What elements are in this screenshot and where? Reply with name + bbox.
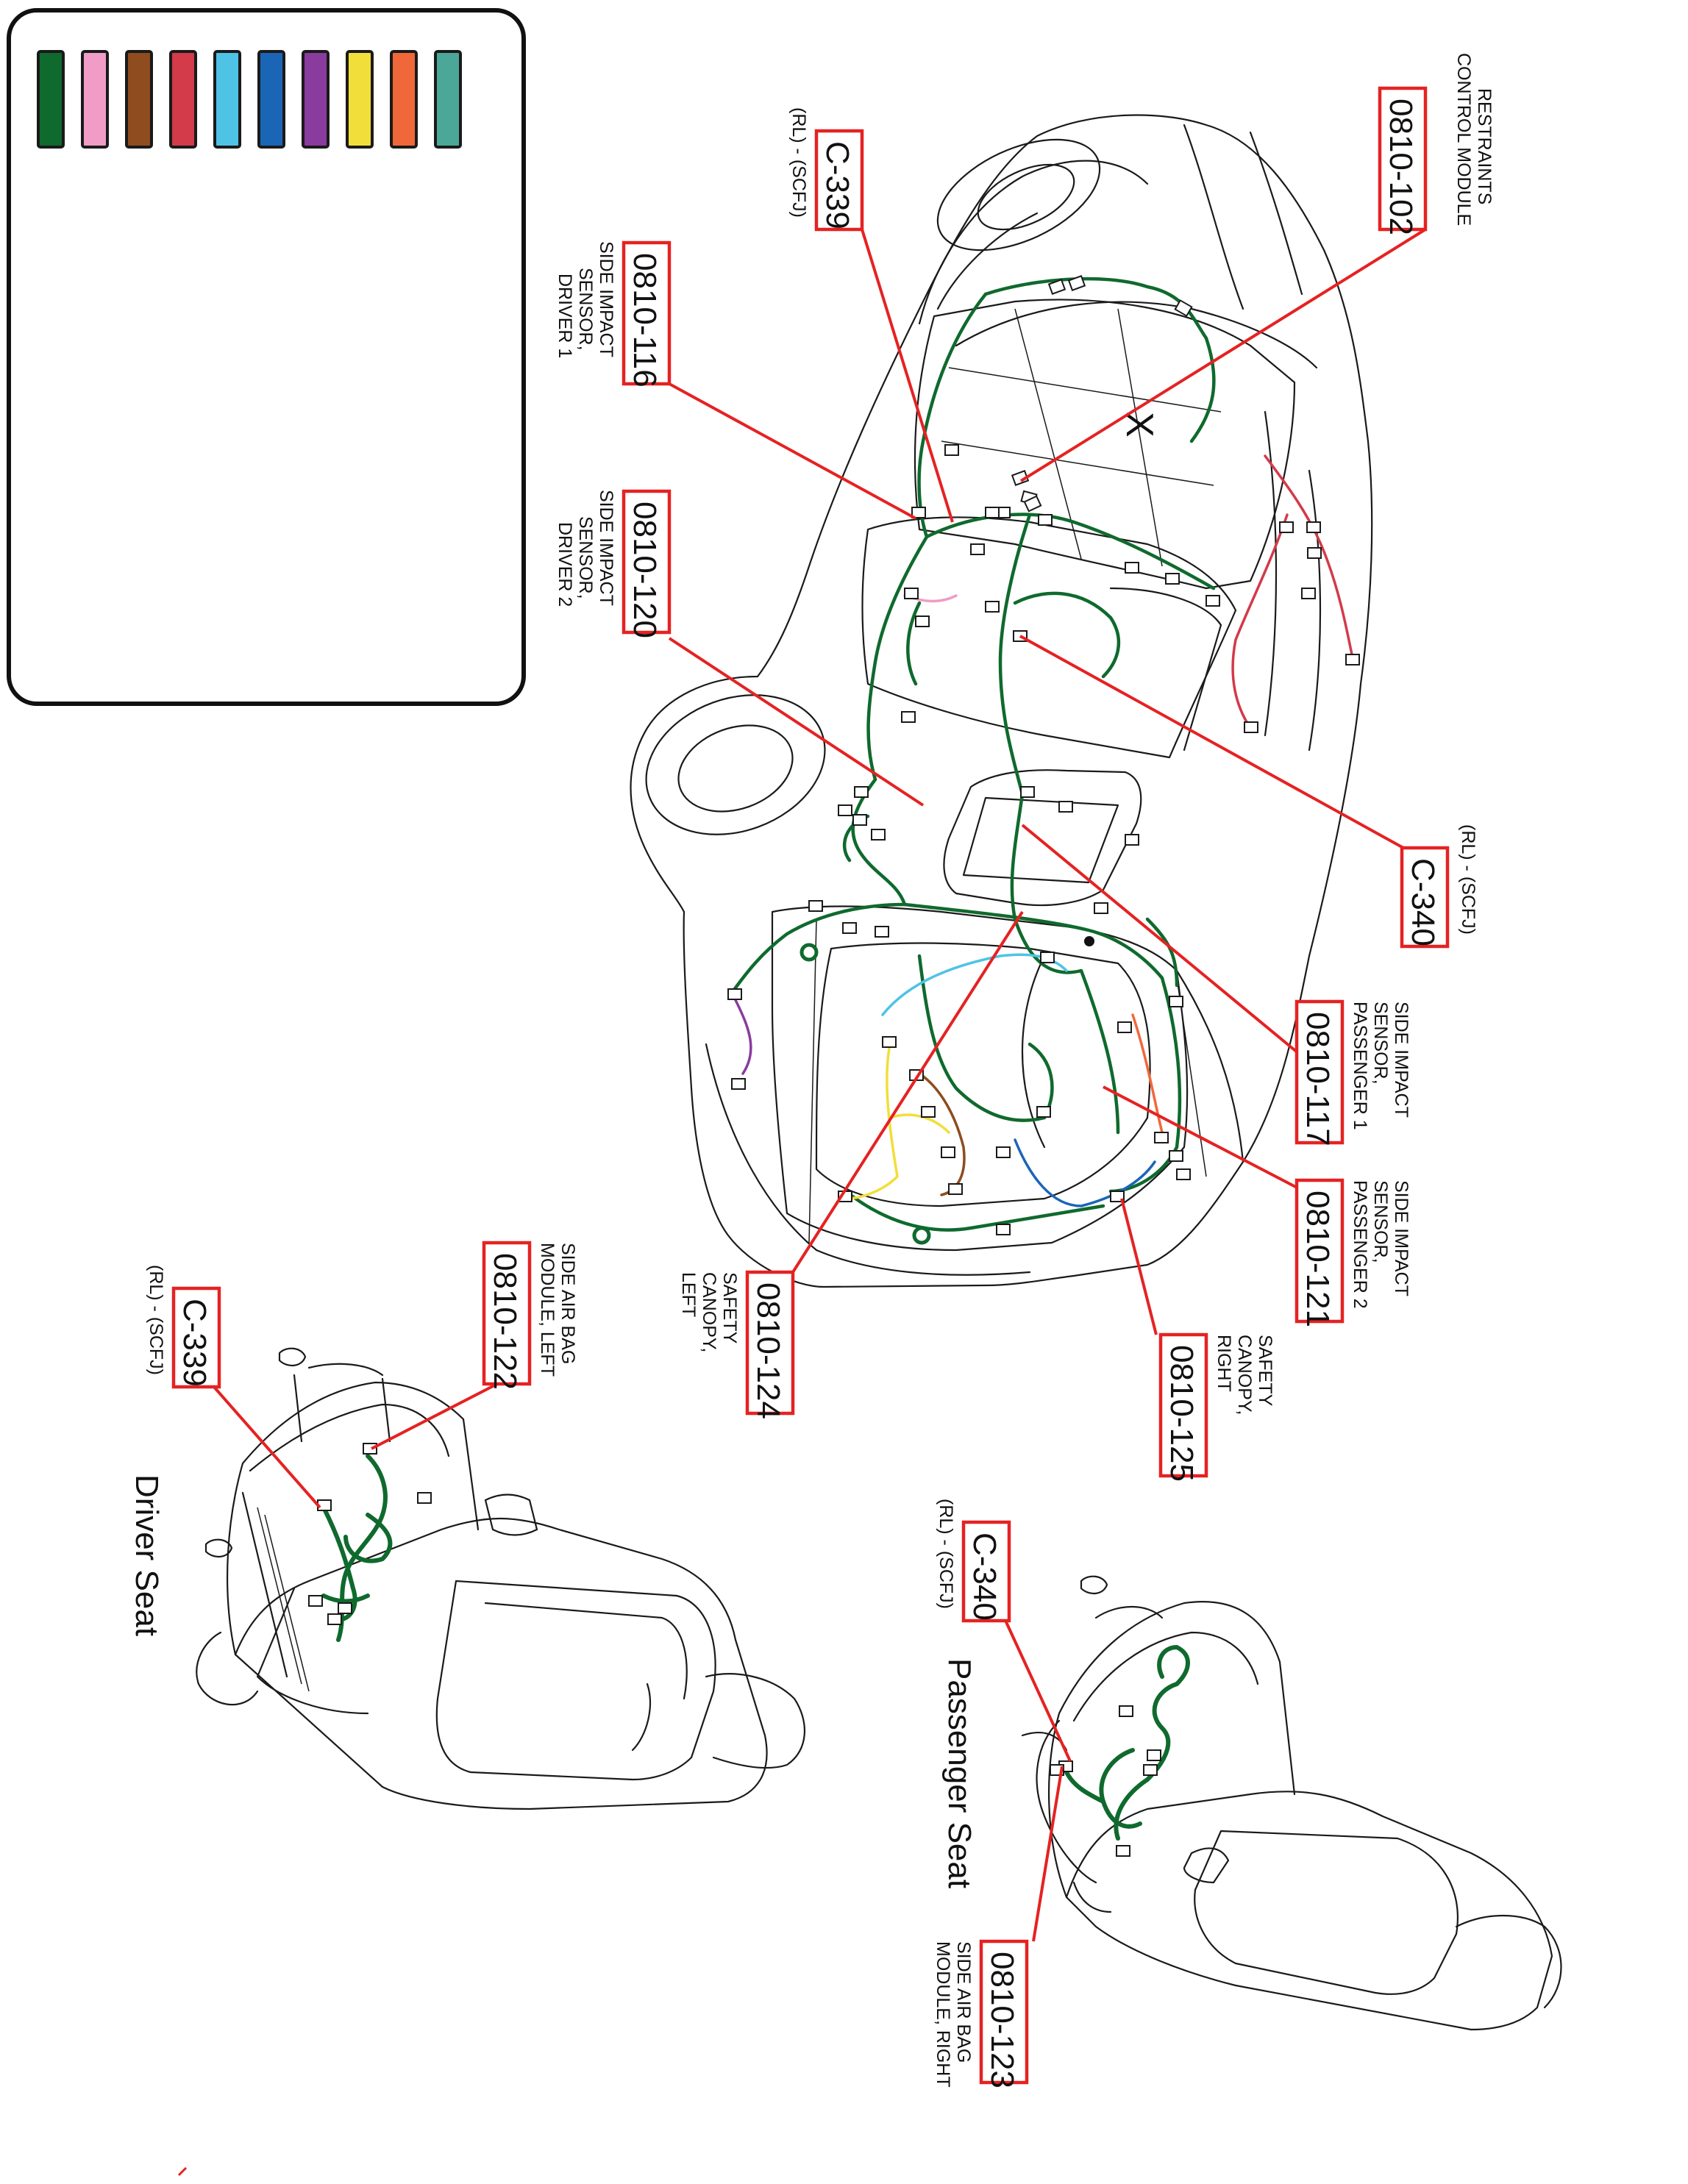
leader-c-339-seat bbox=[212, 1385, 321, 1509]
callout-desc: SIDE IMPACT bbox=[596, 241, 616, 357]
legend-swatch-orange bbox=[390, 50, 418, 149]
callout-desc: PASSENGER 1 bbox=[1350, 1002, 1370, 1130]
legend-swatch-teal bbox=[434, 50, 462, 149]
callout-code: 0810-120 bbox=[627, 502, 663, 638]
callout-0810-122: 0810-122 SIDE AIR BAG MODULE, LEFT bbox=[482, 1241, 578, 1390]
callout-code: 0810-123 bbox=[984, 1952, 1020, 2088]
callout-code: 0810-124 bbox=[750, 1282, 786, 1419]
callout-code: C-340 bbox=[1405, 858, 1441, 946]
callout-code: 0810-122 bbox=[487, 1253, 523, 1390]
callout-code: 0810-116 bbox=[627, 253, 663, 388]
callout-desc: LEFT bbox=[678, 1272, 699, 1317]
callout-desc: RIGHT bbox=[1214, 1335, 1234, 1392]
legend-swatch-light-blue bbox=[213, 50, 241, 149]
driver-seat-label: Driver Seat bbox=[129, 1474, 165, 1636]
callout-desc: SENSOR, bbox=[1370, 1180, 1391, 1263]
callout-desc: SIDE IMPACT bbox=[1391, 1002, 1411, 1118]
callout-note: (RL) - (SCFJ) bbox=[788, 107, 809, 218]
wiring-harness bbox=[730, 276, 1355, 1232]
callout-c-339: C-339 (RL) - (SCFJ) bbox=[788, 107, 864, 232]
leader-0810-122 bbox=[371, 1382, 498, 1450]
callout-code: C-339 bbox=[177, 1299, 213, 1387]
leader-0810-120 bbox=[668, 637, 925, 807]
callout-desc: SENSOR, bbox=[575, 268, 596, 351]
callout-note: (RL) - (SCFJ) bbox=[936, 1499, 956, 1609]
legend-swatch-blue bbox=[257, 50, 285, 149]
leader-0810-125 bbox=[1120, 1198, 1158, 1335]
callouts: 0810-102 RESTRAINTS CONTROL MODULE C-339… bbox=[146, 53, 1495, 2088]
callout-desc: CANOPY, bbox=[699, 1272, 719, 1352]
callout-0810-123: 0810-123 SIDE AIR BAG MODULE, RIGHT bbox=[933, 1939, 1029, 2088]
leader-c-339 bbox=[861, 229, 954, 523]
leader-0810-121 bbox=[1103, 1085, 1305, 1193]
callout-0810-117: 0810-117 SIDE IMPACT SENSOR, PASSENGER 1 bbox=[1295, 999, 1411, 1146]
callout-desc: DRIVER 1 bbox=[555, 274, 575, 358]
callout-code: C-340 bbox=[966, 1532, 1003, 1621]
callout-code: C-339 bbox=[819, 141, 855, 229]
legend-swatch-purple bbox=[302, 50, 330, 149]
leader-0810-117 bbox=[1021, 824, 1300, 1054]
callout-desc: SAFETY bbox=[1255, 1335, 1275, 1407]
callout-desc: SIDE IMPACT bbox=[596, 490, 616, 606]
callout-code: 0810-117 bbox=[1300, 1012, 1336, 1146]
callout-desc: RESTRAINTS bbox=[1474, 88, 1495, 204]
leader-c-340-seat bbox=[1001, 1613, 1072, 1762]
callout-desc: SIDE AIR BAG bbox=[953, 1941, 974, 2063]
callout-desc: SENSOR, bbox=[575, 516, 596, 599]
callout-desc: SENSOR, bbox=[1370, 1002, 1391, 1085]
callout-code: 0810-121 bbox=[1300, 1191, 1336, 1327]
callout-0810-125: 0810-125 SAFETY CANOPY, RIGHT bbox=[1158, 1332, 1275, 1482]
callout-desc: CANOPY, bbox=[1234, 1335, 1255, 1415]
leader-0810-102 bbox=[1019, 228, 1427, 482]
callout-c-340: C-340 (RL) - (SCFJ) bbox=[1400, 824, 1478, 949]
leader-0810-116 bbox=[669, 382, 916, 520]
vehicle-connectors bbox=[727, 275, 1360, 1245]
driver-seat-illustration bbox=[196, 1347, 806, 1810]
callout-c-340-seat: C-340 (RL) - (SCFJ) bbox=[936, 1499, 1011, 1623]
legend-swatch-red bbox=[169, 50, 197, 149]
callout-desc: SIDE AIR BAG bbox=[558, 1243, 578, 1364]
callout-desc: MODULE, RIGHT bbox=[933, 1941, 953, 2088]
leader-c-340 bbox=[1019, 635, 1404, 849]
callout-0810-116: 0810-116 SIDE IMPACT SENSOR, DRIVER 1 bbox=[555, 240, 672, 388]
callout-0810-121: 0810-121 SIDE IMPACT SENSOR, PASSENGER 2 bbox=[1295, 1178, 1411, 1327]
callout-note: (RL) - (SCFJ) bbox=[146, 1265, 166, 1375]
leader-0810-123 bbox=[1032, 1766, 1064, 1942]
page-mark bbox=[177, 2166, 188, 2177]
callout-desc: CONTROL MODULE bbox=[1453, 53, 1474, 226]
callout-desc: MODULE, LEFT bbox=[537, 1243, 558, 1377]
legend-swatch-yellow bbox=[346, 50, 374, 149]
callout-note: (RL) - (SCFJ) bbox=[1458, 824, 1478, 935]
legend-swatch-dark-green bbox=[37, 50, 65, 149]
callout-desc: SAFETY bbox=[719, 1272, 740, 1344]
callout-desc: PASSENGER 2 bbox=[1350, 1180, 1370, 1309]
callout-desc: SIDE IMPACT bbox=[1391, 1180, 1411, 1296]
callout-0810-102: 0810-102 RESTRAINTS CONTROL MODULE bbox=[1378, 53, 1495, 235]
callout-desc: DRIVER 2 bbox=[555, 522, 575, 607]
legend-swatch-pink bbox=[81, 50, 109, 149]
legend-swatch-brown bbox=[125, 50, 153, 149]
color-legend bbox=[7, 8, 526, 706]
callout-code: 0810-102 bbox=[1383, 99, 1419, 235]
callout-code: 0810-125 bbox=[1164, 1345, 1200, 1482]
callout-0810-120: 0810-120 SIDE IMPACT SENSOR, DRIVER 2 bbox=[555, 489, 672, 638]
vehicle-body-outline bbox=[630, 114, 1373, 1288]
passenger-seat-label: Passenger Seat bbox=[941, 1658, 977, 1888]
callout-0810-124: 0810-124 SAFETY CANOPY, LEFT bbox=[678, 1270, 795, 1419]
passenger-seat-illustration bbox=[1021, 1575, 1562, 2031]
callout-c-339-seat: C-339 (RL) - (SCFJ) bbox=[146, 1265, 221, 1389]
leader-0810-124 bbox=[791, 910, 1024, 1274]
